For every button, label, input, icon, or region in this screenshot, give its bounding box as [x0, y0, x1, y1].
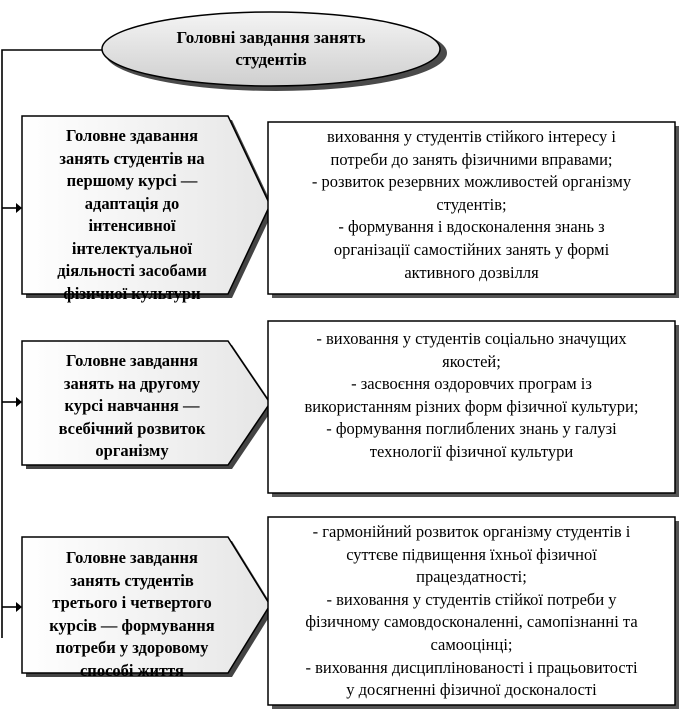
task-line: діяльності засобами [57, 261, 207, 280]
task-line: Головне завдання [66, 351, 198, 370]
task-line: способі життя [79, 660, 184, 680]
detail-line: - формування і вдосконалення знань з [338, 217, 605, 237]
trunk-line [1, 49, 104, 638]
task-shapes [21, 115, 274, 677]
detail-line: виховання у студентів стійкого інтересу … [326, 127, 617, 146]
detail-line: - виховання у студентів стійкої потреби … [326, 589, 617, 609]
detail-line: - гармонійний розвиток організму студент… [312, 522, 631, 541]
task-line: занять студентів на [59, 148, 205, 168]
task-line: третього і четвертого [52, 593, 212, 612]
detail-line: самооцінці; [430, 634, 513, 654]
detail-line: - формування поглиблених знань у галузі [326, 419, 617, 439]
detail-line: якостей; [442, 351, 501, 371]
task-2-shape [21, 340, 271, 466]
title-ellipse [101, 11, 441, 87]
task-3-text: Головне завдання занять студентів третьо… [26, 547, 238, 682]
diagram-title: Головні завдання занять студентів [150, 27, 392, 71]
connector-lines [1, 49, 104, 638]
detail-box-1 [267, 121, 676, 295]
task-line: курсів — формування [49, 615, 215, 635]
detail-line: працездатності; [416, 567, 527, 587]
task-line: курсі навчання — [64, 396, 200, 415]
detail-line: суттєве підвищення їхньої фізичної [346, 544, 597, 564]
detail-line: використанням різних форм фізичної культ… [304, 396, 639, 416]
detail-line: потреби до занять фізичними вправами; [330, 149, 613, 169]
detail-1-text: виховання у студентів стійкого інтересу … [270, 126, 673, 284]
detail-line: фізичному самовдосконаленні, самопізнанн… [305, 612, 638, 632]
task-line: занять студентів [70, 570, 194, 590]
detail-box-2 [267, 320, 676, 494]
detail-line: - виховання у студентів соціально значущ… [316, 329, 627, 348]
detail-line: студентів; [436, 194, 507, 214]
task-line: фізичної культури [63, 283, 201, 303]
detail-line: у досягненні фізичної досконалості [346, 680, 597, 700]
detail-line: технології фізичної культури [369, 441, 574, 461]
branch-arrowheads [16, 203, 22, 612]
arrowhead-2 [16, 397, 22, 407]
task-line: інтенсивної [88, 216, 176, 235]
task-1-text: Головне здавання занять студентів на пер… [26, 125, 238, 305]
task-line: потреби у здоровому [55, 638, 209, 657]
detail-line: - виховання дисциплінованості і працьови… [305, 657, 638, 677]
title-line: студентів [235, 50, 307, 69]
detail-box-3 [267, 516, 676, 706]
arrowhead-3 [16, 602, 22, 612]
task-line: Головне завдання [66, 548, 198, 567]
detail-line: - розвиток резервних можливостей організ… [311, 172, 632, 192]
task-1-shape [21, 115, 271, 295]
task-line: занять на другому [63, 373, 201, 393]
task-line: адаптація до [84, 193, 180, 213]
task-line: Головне здавання [65, 126, 199, 145]
detail-2-text: - виховання у студентів соціально значущ… [270, 328, 673, 464]
arrowhead-1 [16, 203, 22, 213]
task-line: організму [95, 441, 169, 460]
task-3-shape [21, 536, 271, 674]
task-line: всебічний розвиток [58, 418, 206, 438]
detail-line: - засвоєння оздоровчих програм із [351, 374, 592, 394]
task-line: першому курсі — [66, 171, 198, 190]
task-line: інтелектуальної [71, 238, 193, 258]
task-2-text: Головне завдання занять на другому курсі… [26, 350, 238, 463]
title-line: Головні завдання занять [176, 28, 366, 47]
detail-boxes [267, 121, 679, 709]
detail-line: активного дозвілля [404, 262, 539, 282]
detail-3-text: - гармонійний розвиток організму студент… [270, 521, 673, 702]
detail-line: організації самостійних занять у формі [333, 239, 610, 259]
